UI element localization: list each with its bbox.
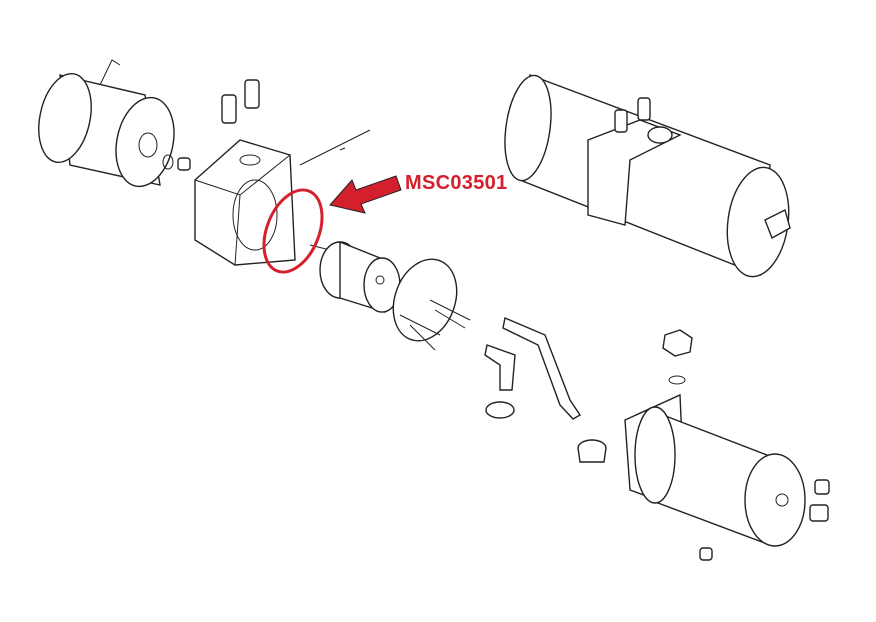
o-ring-callout bbox=[262, 175, 402, 274]
fittings bbox=[484, 317, 830, 561]
assembled-power-unit bbox=[504, 74, 791, 278]
callout-arrow-icon bbox=[329, 175, 402, 214]
valve-block bbox=[194, 79, 371, 266]
part-number-label: MSC03501 bbox=[405, 172, 508, 194]
pump-assembly bbox=[309, 240, 471, 351]
reservoir-tank bbox=[624, 393, 806, 547]
o-ring-highlight bbox=[262, 188, 324, 274]
electric-motor bbox=[38, 59, 191, 188]
